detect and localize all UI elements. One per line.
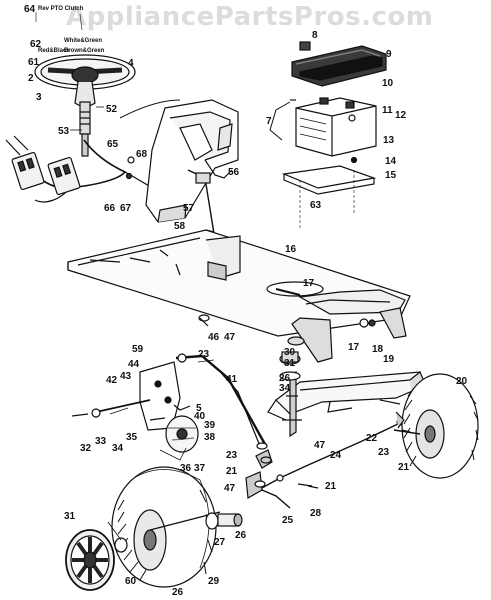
part-callout: 21 bbox=[226, 466, 238, 477]
part-callout: 13 bbox=[383, 135, 395, 146]
part-callout: 9 bbox=[386, 49, 392, 60]
part-callout: 59 bbox=[132, 344, 144, 355]
part-callout: 68 bbox=[136, 149, 148, 160]
front-axle bbox=[267, 351, 427, 438]
part-callout: 43 bbox=[120, 371, 132, 382]
chassis-frame bbox=[67, 229, 411, 363]
part-callout: 47 bbox=[224, 332, 236, 343]
part-callouts: 64 62 61 2 3 4 52 53 65 68 66 67 57 56 5… bbox=[24, 4, 468, 598]
part-callout: 66 bbox=[104, 203, 116, 214]
right-front-wheel bbox=[393, 373, 479, 479]
part-callout: 31 bbox=[284, 358, 296, 369]
watermark: AppliancePartsPros.com bbox=[66, 2, 434, 32]
part-callout: 60 bbox=[125, 576, 137, 587]
part-callout: 2 bbox=[28, 73, 34, 84]
part-callout: 34 bbox=[279, 383, 291, 394]
part-callout: 38 bbox=[204, 432, 216, 443]
part-callout: 67 bbox=[120, 203, 132, 214]
part-callout: 44 bbox=[128, 359, 140, 370]
part-callout: 56 bbox=[228, 167, 240, 178]
wire-label-white-green: White&Green bbox=[64, 38, 102, 44]
part-callout: 23 bbox=[226, 450, 238, 461]
dash-tower bbox=[119, 99, 239, 256]
part-callout: 28 bbox=[310, 508, 322, 519]
part-callout: 57 bbox=[183, 203, 195, 214]
part-callout: 61 bbox=[28, 57, 40, 68]
part-callout: 39 bbox=[204, 420, 216, 431]
part-callout: 64 bbox=[24, 4, 36, 15]
part-callout: 17 bbox=[348, 342, 360, 353]
part-callout: 58 bbox=[174, 221, 186, 232]
part-callout: 15 bbox=[385, 170, 397, 181]
part-callout: 36 bbox=[180, 463, 192, 474]
connector-plug bbox=[11, 151, 45, 191]
part-callout: 32 bbox=[80, 443, 92, 454]
part-callout: 5 bbox=[196, 403, 202, 414]
part-callout: 35 bbox=[126, 432, 138, 443]
steering-gear-bracket bbox=[91, 361, 199, 461]
part-callout: 3 bbox=[36, 92, 42, 103]
part-callout: 20 bbox=[456, 376, 468, 387]
part-callout: 46 bbox=[208, 332, 220, 343]
part-callout: 23 bbox=[198, 349, 210, 360]
part-callout: 47 bbox=[314, 440, 326, 451]
part-callout: 18 bbox=[372, 344, 384, 355]
wire-color-labels: Rev PTO Clutch White&Green Brown&Green R… bbox=[35, 6, 105, 54]
part-callout: 17 bbox=[303, 278, 315, 289]
part-callout: 10 bbox=[382, 78, 394, 89]
part-callout: 42 bbox=[106, 375, 118, 386]
part-callout: 27 bbox=[214, 537, 226, 548]
part-callout: 62 bbox=[30, 39, 42, 50]
part-callout: 16 bbox=[285, 244, 297, 255]
part-callout: 65 bbox=[107, 139, 119, 150]
wire-label-brown-green: Brown&Green bbox=[64, 48, 105, 54]
wire-label-red-black: Red&Black bbox=[38, 48, 70, 54]
part-callout: 12 bbox=[395, 110, 407, 121]
part-callout: 26 bbox=[279, 373, 291, 384]
part-callout: 21 bbox=[398, 462, 410, 473]
part-callout: 31 bbox=[64, 511, 76, 522]
connector-plug bbox=[47, 156, 81, 196]
battery-assembly bbox=[269, 41, 387, 230]
part-callout: 26 bbox=[235, 530, 247, 541]
part-callout: 29 bbox=[208, 576, 220, 587]
part-callout: 41 bbox=[226, 374, 238, 385]
part-callout: 63 bbox=[310, 200, 322, 211]
wire-harness bbox=[5, 135, 161, 203]
part-callout: 8 bbox=[312, 30, 318, 41]
part-callout: 37 bbox=[194, 463, 206, 474]
part-callout: 40 bbox=[194, 411, 206, 422]
part-callout: 22 bbox=[366, 433, 378, 444]
tie-rod bbox=[245, 418, 404, 509]
part-callout: 23 bbox=[378, 447, 390, 458]
part-callout: 33 bbox=[95, 436, 107, 447]
part-callout: 19 bbox=[383, 354, 395, 365]
part-callout: 11 bbox=[382, 105, 393, 116]
part-callout: 7 bbox=[266, 116, 272, 127]
part-callout: 24 bbox=[330, 450, 342, 461]
hub-cap bbox=[65, 529, 115, 591]
drag-link bbox=[175, 353, 268, 447]
part-callout: 53 bbox=[58, 126, 70, 137]
wire-label-rev-pto-clutch: Rev PTO Clutch bbox=[38, 6, 84, 12]
part-callout: 26 bbox=[172, 587, 184, 598]
part-callout: 21 bbox=[325, 481, 337, 492]
left-front-wheel bbox=[111, 466, 221, 588]
steering-wheel bbox=[34, 54, 136, 157]
part-callout: 47 bbox=[224, 483, 236, 494]
small-hardware bbox=[71, 99, 411, 530]
part-callout: 30 bbox=[284, 347, 296, 358]
part-callout: 14 bbox=[385, 156, 397, 167]
part-callout: 4 bbox=[128, 58, 134, 69]
part-callout: 34 bbox=[112, 443, 124, 454]
part-callout: 52 bbox=[106, 104, 118, 115]
part-callout: 25 bbox=[282, 515, 294, 526]
